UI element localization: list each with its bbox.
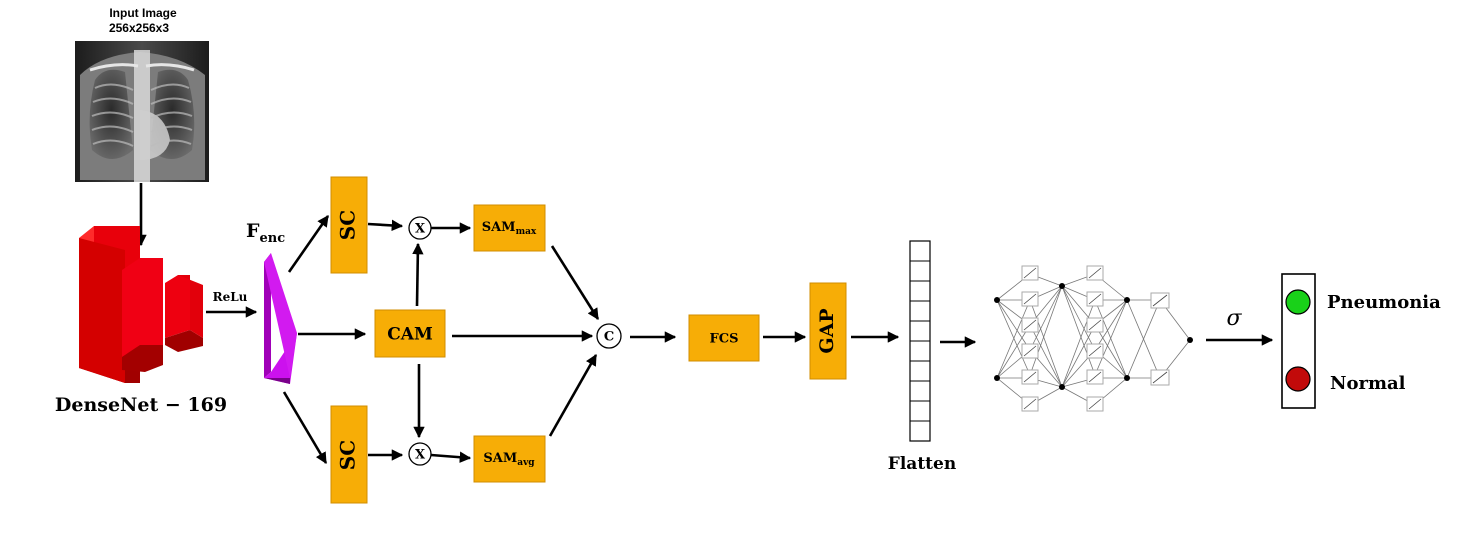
normal-indicator xyxy=(1285,366,1311,392)
concat-label: C xyxy=(604,330,614,345)
feature-map-fenc xyxy=(264,253,297,384)
sc-top-block xyxy=(330,176,368,274)
normal-label: Normal xyxy=(1330,373,1406,394)
arrow-sam-max-to-concat xyxy=(550,245,600,320)
arrow-multiply-to-sam-avg xyxy=(430,451,472,463)
fcs-block xyxy=(688,314,760,362)
gap-label: GAP xyxy=(816,308,838,353)
sc-top-label: SC xyxy=(336,210,360,240)
chest-xray-image xyxy=(75,41,209,182)
relu-label: ReLu xyxy=(213,290,248,304)
multiply-bottom-label: X xyxy=(415,448,426,463)
sam-avg-label: SAMavg xyxy=(483,451,535,468)
arrow-sc-top-to-multiply xyxy=(367,219,404,232)
densenet-label: DenseNet − 169 xyxy=(55,394,227,416)
sam-max-block xyxy=(473,204,546,252)
fcs-label: FCS xyxy=(710,332,739,347)
dense-network xyxy=(994,265,1193,412)
sam-avg-block xyxy=(473,435,546,483)
input-image-title: Input Image xyxy=(109,6,177,20)
gap-block xyxy=(809,282,847,380)
densenet-blocks xyxy=(79,226,203,383)
arrow-sam-avg-to-concat xyxy=(548,354,598,437)
flatten-label: Flatten xyxy=(888,454,956,474)
multiply-operator-bottom xyxy=(408,442,432,466)
pneumonia-indicator xyxy=(1285,289,1311,315)
cam-label: CAM xyxy=(387,325,433,345)
multiply-top-label: X xyxy=(415,222,426,237)
sam-max-label: SAMmax xyxy=(482,220,537,237)
concat-operator xyxy=(596,323,622,349)
sigma-label: σ xyxy=(1226,306,1242,331)
fenc-label: Fenc xyxy=(246,220,285,246)
cam-block xyxy=(374,309,446,358)
arrow-fenc-to-sc-bottom xyxy=(282,391,328,464)
input-image-dims: 256x256x3 xyxy=(109,21,169,35)
pneumonia-label: Pneumonia xyxy=(1327,292,1441,313)
sc-bottom-block xyxy=(330,405,368,504)
flatten-vector xyxy=(909,240,931,442)
arrow-fenc-to-sc-top xyxy=(287,215,330,273)
sc-bottom-label: SC xyxy=(336,440,360,470)
arrow-cam-to-multiply-top xyxy=(412,242,424,307)
